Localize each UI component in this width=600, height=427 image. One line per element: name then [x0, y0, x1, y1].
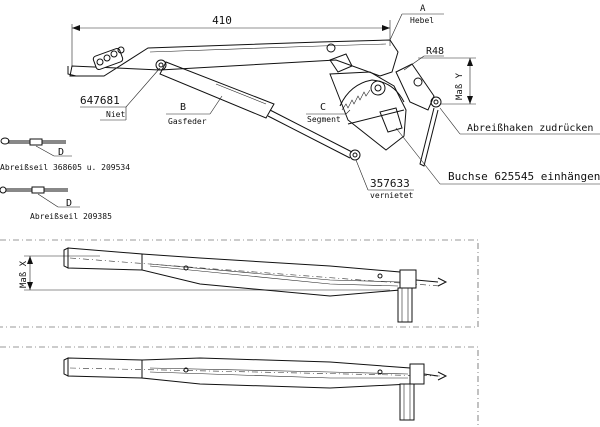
length-dimension: 410	[71, 14, 391, 66]
lever	[67, 39, 399, 77]
label-a-text: Hebel	[410, 16, 434, 25]
d2-text: Abreißseil 209385	[30, 212, 112, 221]
d2-letter: D	[66, 198, 72, 209]
middle-view: Maß X	[0, 239, 479, 328]
gas-spring	[159, 61, 361, 161]
label-b-text: Gasfeder	[168, 117, 207, 126]
mass-y-dimension: Maß Y	[418, 57, 476, 105]
mass-x-label: Maß X	[19, 260, 29, 288]
radius-value: R48	[426, 46, 444, 57]
callout-abreisshaken: Abreißhaken zudrücken	[439, 107, 600, 135]
part-357633-number: 357633	[370, 177, 410, 190]
bottom-view	[0, 346, 479, 427]
part-357633: 357633 vernietet	[355, 159, 414, 200]
mass-y-label: Maß Y	[455, 72, 465, 100]
label-c: C Segment	[306, 102, 351, 124]
segment-mechanism	[329, 53, 442, 167]
label-a: A Hebel	[389, 4, 444, 41]
part-647681: 647681 Niet	[80, 67, 161, 121]
abreisshaken-text: Abreißhaken zudrücken	[467, 123, 593, 134]
label-b: B Gasfeder	[166, 95, 223, 126]
d1-text: Abreißseil 368605 u. 209534	[0, 163, 130, 172]
callout-buchse: Buchse 625545 einhängen	[395, 127, 600, 185]
label-a-letter: A	[420, 4, 426, 14]
radius-annotation: R48	[403, 46, 444, 71]
part-647681-number: 647681	[80, 94, 120, 107]
d1-letter: D	[58, 147, 64, 158]
cable-d1: D Abreißseil 368605 u. 209534	[0, 137, 130, 172]
cable-d2: D Abreißseil 209385	[0, 186, 112, 221]
label-c-text: Segment	[307, 115, 341, 124]
buchse-text: Buchse 625545 einhängen	[448, 170, 600, 183]
part-647681-text: Niet	[106, 110, 125, 119]
length-value: 410	[212, 14, 232, 27]
label-b-letter: B	[180, 102, 186, 113]
label-c-letter: C	[320, 102, 326, 113]
part-357633-text: vernietet	[370, 191, 414, 200]
